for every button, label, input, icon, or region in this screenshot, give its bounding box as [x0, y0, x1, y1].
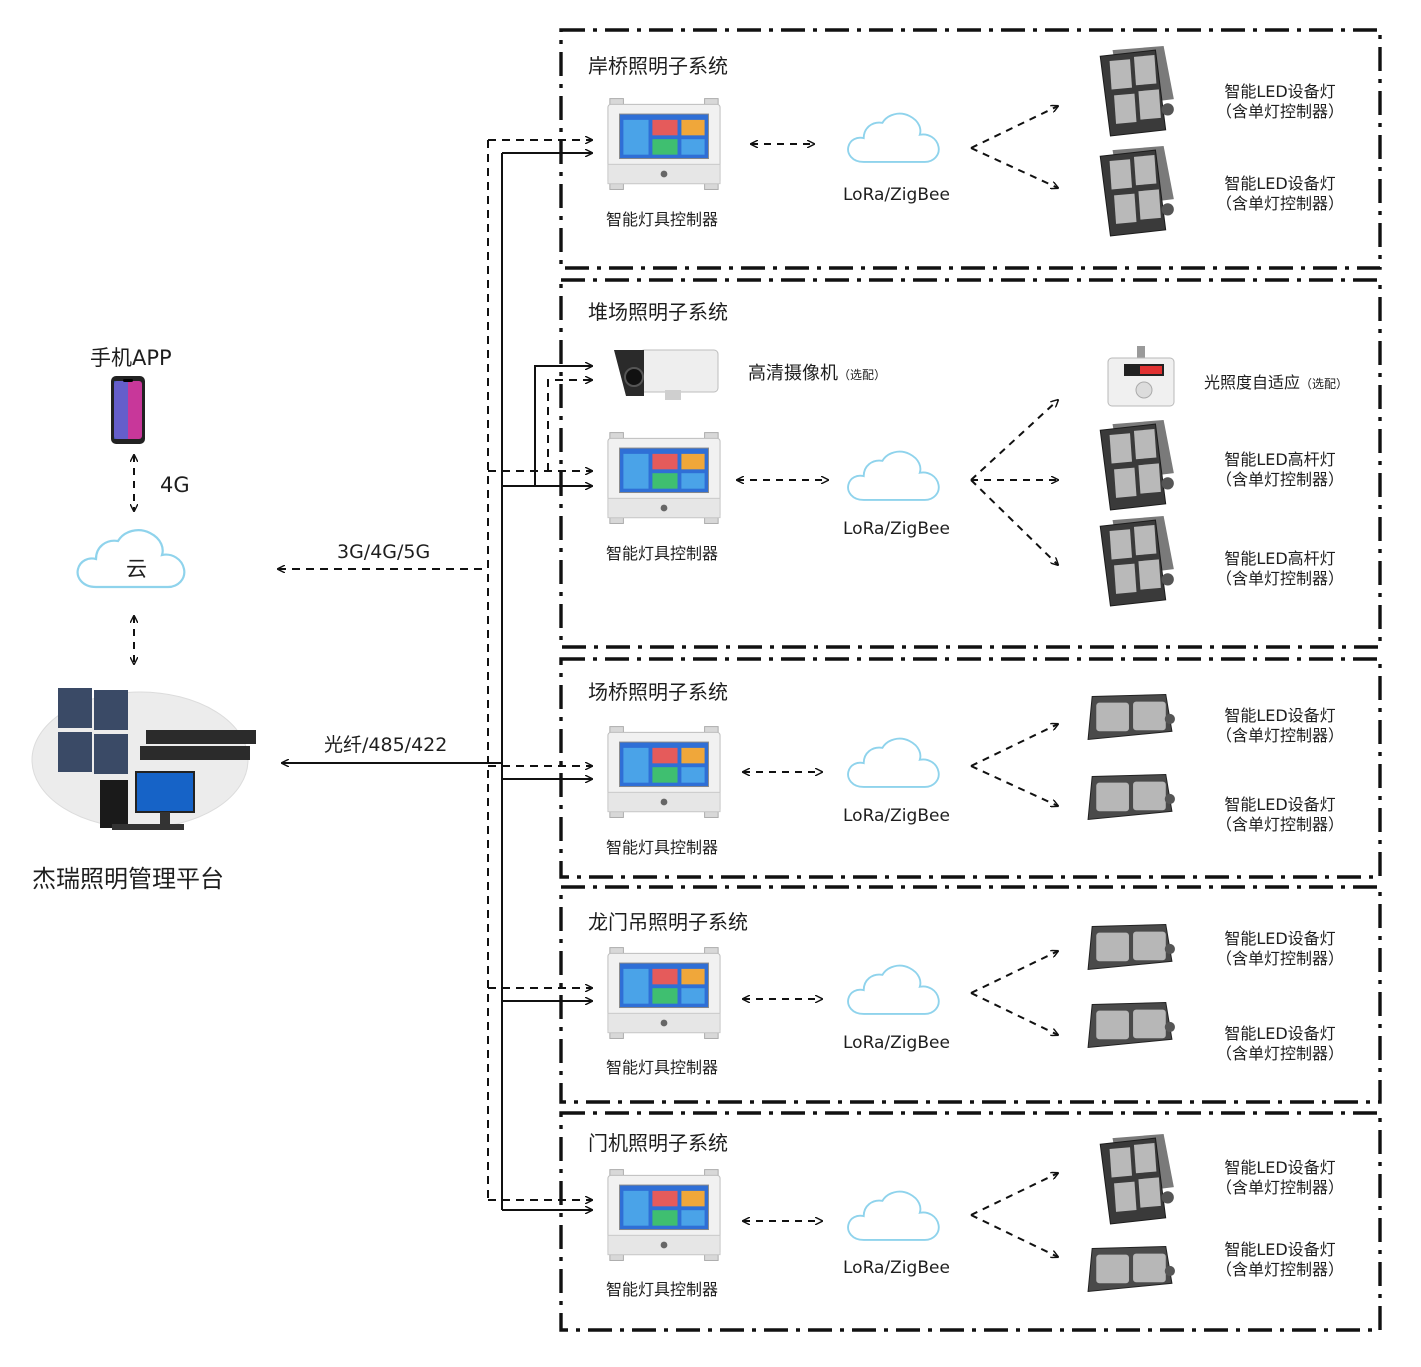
mobile-app-label: 手机APP: [90, 346, 172, 370]
floodlight-icon-4b: [1087, 1001, 1176, 1048]
cloud-icon-net-5: [847, 1190, 940, 1241]
floodlight-icon-3b: [1087, 773, 1176, 820]
camera-name: 高清摄像机: [748, 363, 838, 384]
feed-solid: [502, 153, 592, 1210]
lamp-sub: （含单灯控制器）: [1215, 949, 1344, 968]
lamp-label-3a: 智能LED设备灯 （含单灯控制器）: [1212, 706, 1348, 746]
lamp-name: 智能LED设备灯: [1224, 1024, 1336, 1043]
lamp-label-3b: 智能LED设备灯 （含单灯控制器）: [1212, 795, 1348, 835]
controller-label-2: 智能灯具控制器: [606, 544, 719, 563]
lamp-sub: （含单灯控制器）: [1215, 1044, 1344, 1063]
lamp-name: 智能LED高杆灯: [1224, 450, 1336, 469]
subsystem-title-5: 门机照明子系统: [588, 1131, 728, 1155]
controller-label-5: 智能灯具控制器: [606, 1280, 719, 1299]
lamp-sub: （含单灯控制器）: [1215, 470, 1344, 489]
lamp-label-2a: 智能LED高杆灯 （含单灯控制器）: [1212, 450, 1348, 490]
lamp-label-5b: 智能LED设备灯 （含单灯控制器）: [1212, 1240, 1348, 1280]
lamp-name: 智能LED设备灯: [1224, 1240, 1336, 1259]
management-platform-label: 杰瑞照明管理平台: [32, 865, 224, 893]
bus-wired-solid: [282, 153, 503, 1210]
subsystem-frames: [559, 28, 1382, 1332]
lamp-label-5a: 智能LED设备灯 （含单灯控制器）: [1212, 1158, 1348, 1198]
floodlight-icon-2a: [1099, 420, 1175, 511]
lamp-name: 智能LED设备灯: [1224, 929, 1336, 948]
cloud-icon-net-3: [847, 737, 940, 788]
lamp-label-2b: 智能LED高杆灯 （含单灯控制器）: [1212, 549, 1348, 589]
sensor-name: 光照度自适应: [1204, 373, 1301, 392]
camera-icon: [614, 349, 719, 400]
lamp-name: 智能LED设备灯: [1224, 174, 1336, 193]
floodlight-icon-1a: [1099, 46, 1175, 137]
network-label-4: LoRa/ZigBee: [843, 1033, 950, 1053]
lamp-name: 智能LED设备灯: [1224, 795, 1336, 814]
controller-label-1: 智能灯具控制器: [606, 210, 719, 229]
lamp-name: 智能LED设备灯: [1224, 1158, 1336, 1177]
floodlight-icon-5b: [1087, 1245, 1176, 1292]
link-4g-label: 4G: [160, 473, 190, 497]
lamp-sub: （含单灯控制器）: [1215, 569, 1344, 588]
lamp-name: 智能LED设备灯: [1224, 82, 1336, 101]
cloud-icon-net-1: [847, 112, 940, 163]
frame-yard: [559, 278, 1382, 649]
frame-portal-crane: [559, 1111, 1382, 1332]
light-sensor-icon: [1107, 346, 1175, 407]
lamp-label-4a: 智能LED设备灯 （含单灯控制器）: [1212, 929, 1348, 969]
controller-device-5: [607, 1169, 721, 1261]
floodlight-icon-2b: [1099, 516, 1175, 607]
camera-label: 高清摄像机（选配）: [748, 359, 886, 385]
sensor-label: 光照度自适应（选配）: [1204, 373, 1348, 394]
server-platform-icon: [31, 688, 256, 830]
lamp-name: 智能LED设备灯: [1224, 706, 1336, 725]
floodlight-icon-5a: [1099, 1134, 1175, 1225]
controller-label-4: 智能灯具控制器: [606, 1058, 719, 1077]
bus-wireless-dashed: [278, 140, 489, 1200]
lamp-sub: （含单灯控制器）: [1215, 726, 1344, 745]
lamp-label-1a: 智能LED设备灯 （含单灯控制器）: [1212, 82, 1348, 122]
lamp-sub: （含单灯控制器）: [1215, 815, 1344, 834]
lamp-sub: （含单灯控制器）: [1215, 194, 1344, 213]
network-label-2: LoRa/ZigBee: [843, 519, 950, 539]
subsystem-title-3: 场桥照明子系统: [588, 680, 728, 704]
feed-dashed: [488, 140, 592, 1200]
controller-device-4: [607, 947, 721, 1039]
frame-quay-crane: [559, 28, 1382, 270]
camera-note: （选配）: [838, 368, 887, 382]
floodlight-icon-4a: [1087, 923, 1176, 970]
subsystem-title-4: 龙门吊照明子系统: [588, 910, 748, 934]
cloud-label: 云: [126, 557, 147, 581]
lamp-sub: （含单灯控制器）: [1215, 1178, 1344, 1197]
wired-link-label: 光纤/485/422: [324, 734, 448, 756]
subsystem-title-1: 岸桥照明子系统: [588, 54, 728, 78]
floodlight-icon-1b: [1099, 146, 1175, 237]
controller-device-1: [607, 98, 721, 190]
frame-gantry: [559, 885, 1382, 1104]
network-label-3: LoRa/ZigBee: [843, 806, 950, 826]
floodlight-icon-3a: [1087, 693, 1176, 740]
cloud-icon-net-4: [847, 964, 940, 1015]
subsystem-title-2: 堆场照明子系统: [588, 300, 728, 324]
network-label-5: LoRa/ZigBee: [843, 1258, 950, 1278]
frame-yard-crane: [559, 657, 1382, 879]
lamp-name: 智能LED高杆灯: [1224, 549, 1336, 568]
links-cloud-lamps: [970, 106, 1058, 1257]
lamp-label-4b: 智能LED设备灯 （含单灯控制器）: [1212, 1024, 1348, 1064]
sensor-note: （选配）: [1300, 377, 1349, 391]
cloud-icon-net-2: [847, 450, 940, 501]
lamp-label-1b: 智能LED设备灯 （含单灯控制器）: [1212, 174, 1348, 214]
controller-device-2: [607, 432, 721, 524]
wireless-link-label: 3G/4G/5G: [337, 541, 431, 563]
lamp-sub: （含单灯控制器）: [1215, 1260, 1344, 1279]
controller-label-3: 智能灯具控制器: [606, 838, 719, 857]
phone-icon: [111, 376, 145, 444]
controller-device-3: [607, 726, 721, 818]
lamp-sub: （含单灯控制器）: [1215, 102, 1344, 121]
network-label-1: LoRa/ZigBee: [843, 185, 950, 205]
links-controller-cloud: [737, 144, 828, 1221]
